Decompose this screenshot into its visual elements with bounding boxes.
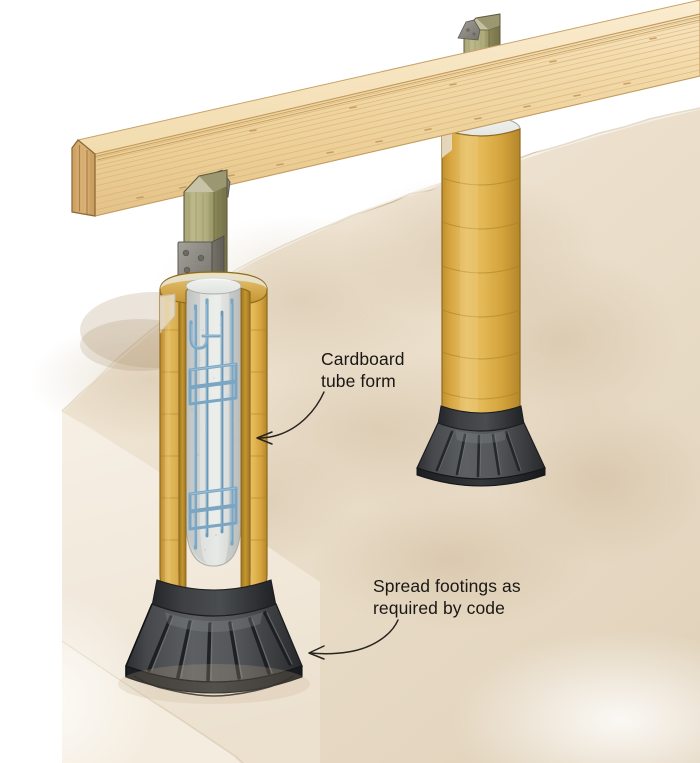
tube-cut-edge-right <box>240 287 251 601</box>
front-post-top-chamfer <box>184 176 214 192</box>
annotation-leaders <box>256 391 399 660</box>
tube-cut-edge-left <box>178 289 187 601</box>
tube-seams <box>160 329 267 541</box>
cardboard-leader-line <box>257 391 325 439</box>
footing-label-line1: Spread footings as <box>373 576 521 596</box>
rear-footing-base-rim <box>416 467 546 487</box>
beam-ply-lines <box>78 145 88 214</box>
concrete-body <box>185 287 242 567</box>
concrete-top-surface <box>185 277 242 295</box>
rebar-tie-middle <box>188 380 238 406</box>
annotation-spread-footings: Spread footings as required by code <box>373 576 521 618</box>
cardboard-leader-arrowhead <box>256 431 273 445</box>
rear-spread-footing <box>416 405 546 487</box>
tube-bank-notch <box>160 294 175 332</box>
beam-nail-marks <box>136 37 657 199</box>
rear-footing-ribs <box>435 430 521 478</box>
beam-end-grain <box>71 139 96 217</box>
annotation-cardboard-tube-form: Cardboard tube form <box>321 349 405 391</box>
cardboard-label-line2: tube form <box>321 371 396 391</box>
left-spread-footing <box>125 579 303 697</box>
left-footing-ribs <box>147 611 292 682</box>
rebar-tie-bottom <box>188 504 238 531</box>
left-pier-assembly <box>118 169 310 704</box>
rear-tube-bank-notch <box>442 130 452 158</box>
rear-tube-seams <box>441 177 521 400</box>
concrete-cap-shoulder <box>160 273 267 290</box>
rebar-cage <box>188 298 238 550</box>
footing-leader-arrowhead <box>308 645 325 660</box>
rear-tube-form <box>441 128 521 424</box>
rear-beam-tab <box>457 19 481 41</box>
footing-leader-line <box>309 619 399 655</box>
left-footing-base-rim <box>125 665 303 694</box>
footing-label-line2: required by code <box>373 598 505 618</box>
cardboard-label-line1: Cardboard <box>321 349 405 369</box>
rebar-j-anchor <box>189 298 209 350</box>
